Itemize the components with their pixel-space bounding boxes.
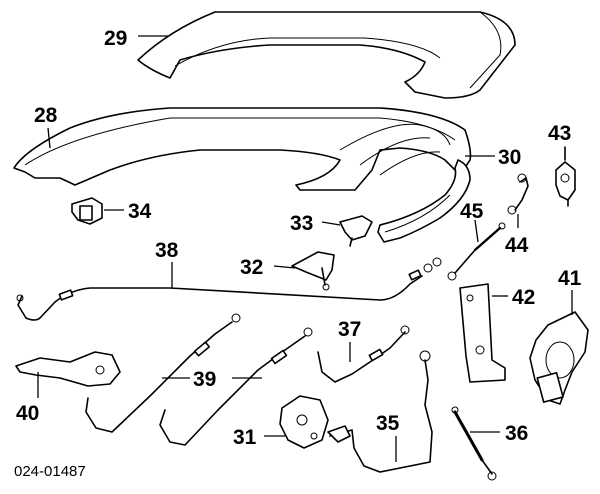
part-29-cover bbox=[137, 11, 516, 99]
part-38-cable bbox=[16, 257, 442, 321]
part-41-motor bbox=[529, 290, 589, 405]
part-30-seal bbox=[377, 159, 471, 243]
callout-29: 29 bbox=[104, 27, 127, 50]
callout-43: 43 bbox=[548, 122, 571, 145]
leader-28 bbox=[47, 127, 51, 149]
callout-28: 28 bbox=[34, 104, 58, 127]
callout-30: 30 bbox=[498, 146, 521, 169]
callout-38: 38 bbox=[155, 239, 179, 262]
callout-37: 37 bbox=[338, 318, 361, 341]
callout-35: 35 bbox=[376, 412, 400, 435]
callout-41: 41 bbox=[558, 267, 582, 290]
callout-40: 40 bbox=[16, 402, 39, 425]
part-40-lever bbox=[15, 351, 121, 398]
callout-44: 44 bbox=[505, 234, 529, 257]
callout-42: 42 bbox=[512, 286, 535, 309]
callout-31: 31 bbox=[233, 426, 257, 449]
part-35-rod bbox=[327, 350, 433, 473]
callout-34: 34 bbox=[128, 200, 152, 223]
callout-36: 36 bbox=[505, 422, 528, 445]
part-34-clip bbox=[71, 197, 124, 225]
part-43-bracket bbox=[555, 146, 576, 207]
part-39-cables bbox=[85, 313, 313, 446]
callout-32: 32 bbox=[240, 256, 263, 279]
callout-45: 45 bbox=[460, 200, 484, 223]
part-36-spring bbox=[451, 406, 500, 481]
part-33-bracket bbox=[321, 215, 373, 247]
part-42-hinge bbox=[459, 283, 508, 383]
part-44-link bbox=[507, 173, 529, 228]
callout-39: 39 bbox=[193, 368, 216, 391]
part-37-cable bbox=[317, 325, 410, 383]
part-45-strut bbox=[447, 219, 506, 281]
callout-33: 33 bbox=[290, 212, 313, 235]
part-28-frame bbox=[13, 107, 472, 191]
part-32-latch bbox=[273, 251, 335, 291]
part-31-lock bbox=[264, 395, 329, 449]
diagram-code: 024-01487 bbox=[14, 463, 86, 480]
